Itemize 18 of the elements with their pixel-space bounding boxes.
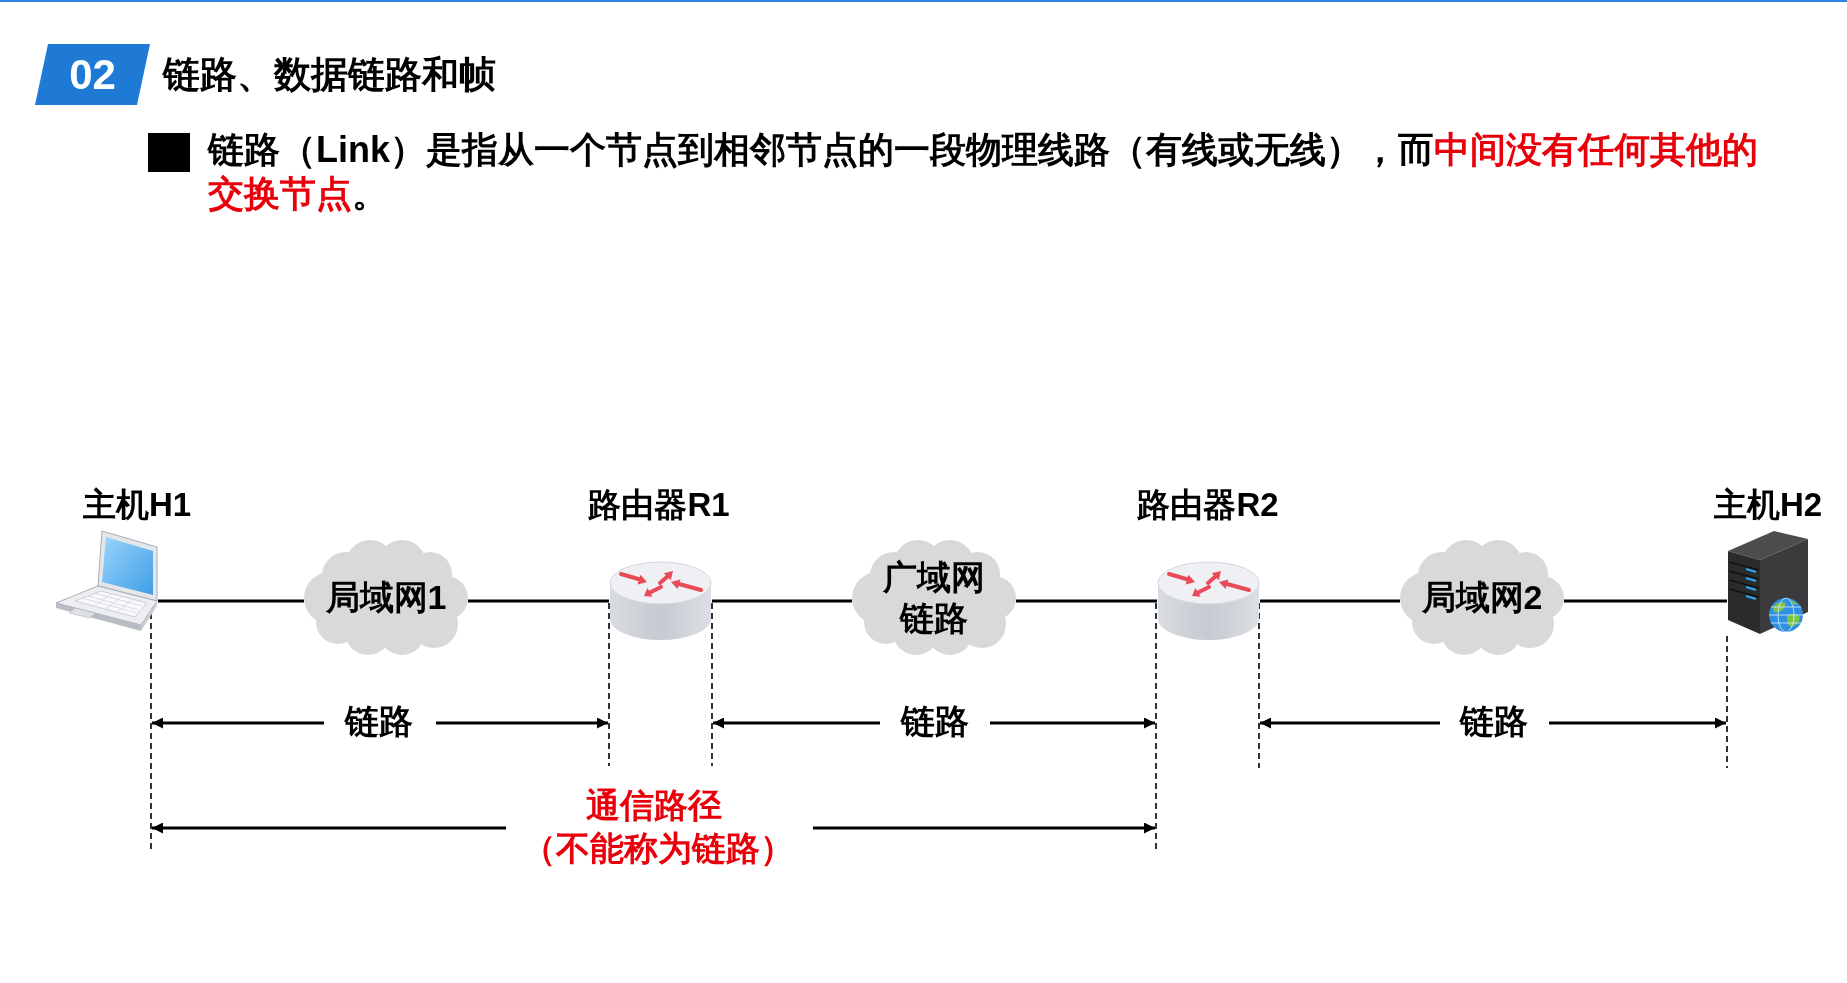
- device-label: 路由器R2: [1137, 486, 1279, 524]
- connector-line: [1016, 599, 1157, 603]
- connector-line: [468, 599, 609, 603]
- link-label: 链路: [345, 702, 413, 742]
- link-label: 链路: [901, 702, 969, 742]
- connector-line: [158, 599, 304, 603]
- device-label: 主机H2: [1713, 486, 1823, 524]
- section-number-badge: 02: [35, 44, 150, 105]
- connector-line: [1260, 599, 1400, 603]
- path-label: 通信路径: [586, 786, 722, 826]
- device-label: 路由器R1: [588, 486, 730, 524]
- connector-line: [1564, 599, 1727, 603]
- definition-text: 链路（Link）是指从一个节点到相邻节点的一段物理线路（有线或无线），而中间没有任何其他的交换节点。: [208, 128, 1759, 216]
- device-label: 主机H1: [82, 486, 192, 524]
- slide-title: 链路、数据链路和帧: [163, 52, 496, 97]
- path-note: （不能称为链路）: [522, 829, 794, 869]
- connector-line: [712, 599, 852, 603]
- link-label: 链路: [1460, 702, 1528, 742]
